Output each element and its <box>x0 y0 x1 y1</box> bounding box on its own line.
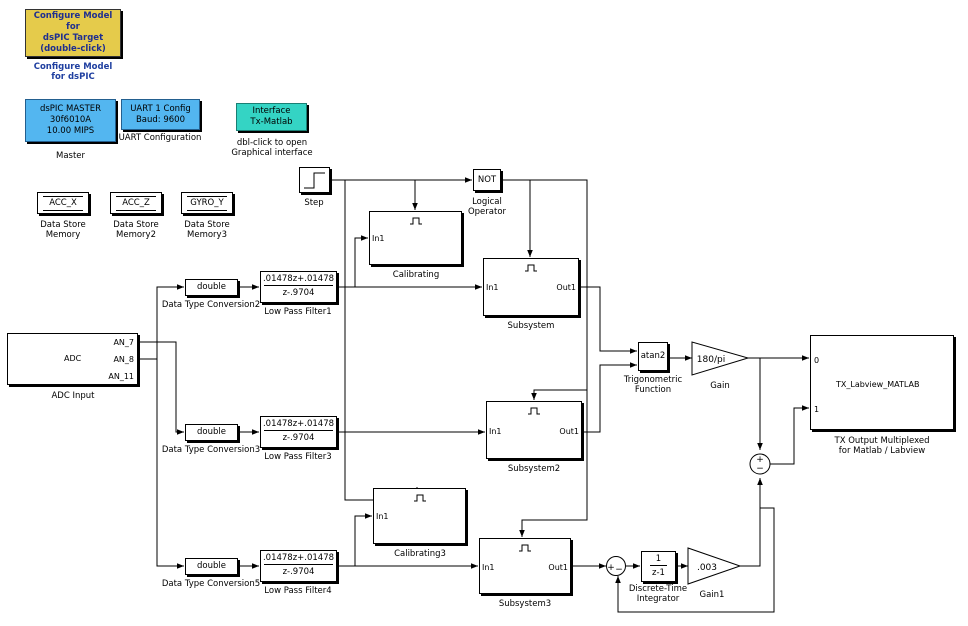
trigonometric-function-block[interactable]: atan2 <box>638 342 668 371</box>
configure-model-label: Configure Model for dsPIC <box>33 62 113 82</box>
trigger-icon <box>525 264 537 272</box>
data-type-conversion3[interactable]: double <box>185 424 238 441</box>
filter-numerator: .01478z+.01478 <box>262 419 335 429</box>
subsystem-label: Subsystem <box>507 321 555 331</box>
interface-label: dbl-click to open Graphical interface <box>231 138 313 158</box>
uart-config-label: UART Configuration <box>118 133 202 143</box>
subsystem-block[interactable]: In1 Out1 <box>483 258 579 316</box>
gain-triangle[interactable] <box>691 341 750 376</box>
configure-model-block[interactable]: Configure Model for dsPIC Target (double… <box>25 9 121 57</box>
tx-port-0: 0 <box>814 356 820 365</box>
memory-name: ACC_X <box>49 198 77 208</box>
memory-name: ACC_Z <box>122 198 150 208</box>
integrator-denominator: z-1 <box>652 568 665 578</box>
conversion-label: Data Type Conversion2 <box>161 300 261 310</box>
logical-operator-label: Logical Operator <box>467 197 507 217</box>
subsystem-out-port: Out1 <box>556 283 576 292</box>
sum1-minus-sign: − <box>615 565 623 575</box>
gain1-label: Gain1 <box>699 590 725 600</box>
filter-denominator: z-.9704 <box>282 567 315 577</box>
integrator-label: Discrete-Time Integrator <box>628 584 688 604</box>
memory-name: GYRO_Y <box>190 198 224 208</box>
interface-block[interactable]: Interface Tx-Matlab <box>236 103 307 131</box>
data-type-conversion5[interactable]: double <box>185 558 238 575</box>
filter-numerator: .01478z+.01478 <box>262 553 335 563</box>
master-label: Master <box>55 151 86 161</box>
memory-label: Data Store Memory3 <box>184 220 230 240</box>
calibrating-block[interactable]: In1 <box>369 211 462 265</box>
sum1-circle <box>606 556 626 576</box>
calibrating-label: Calibrating <box>392 270 440 280</box>
subsystem3-block[interactable]: In1 Out1 <box>479 538 571 594</box>
filter-numerator: .01478z+.01478 <box>262 274 335 284</box>
filter-label: Low Pass Filter3 <box>264 452 332 462</box>
subsystem2-in-port: In1 <box>489 427 502 436</box>
data-store-memory-acc-z[interactable]: ACC_Z <box>110 192 162 214</box>
sum2-plus-sign: + <box>756 455 764 465</box>
dspic-master-block[interactable]: dsPIC MASTER 30f6010A 10.00 MIPS <box>25 99 116 142</box>
adc-port-an11: AN_11 <box>108 372 134 381</box>
trigger-icon <box>528 407 540 415</box>
subsystem2-label: Subsystem2 <box>507 464 561 474</box>
low-pass-filter3[interactable]: .01478z+.01478 z-.9704 <box>260 416 337 448</box>
calibrating3-label: Calibrating3 <box>394 549 446 559</box>
subsystem3-out-port: Out1 <box>548 563 568 572</box>
uart-config-block[interactable]: UART 1 Config Baud: 9600 <box>121 99 200 130</box>
adc-input-label: ADC Input <box>51 391 95 401</box>
gain-label: Gain <box>710 381 730 391</box>
trigger-icon <box>413 494 426 502</box>
gain1-value: .003 <box>697 563 717 573</box>
data-type-conversion2[interactable]: double <box>185 279 238 296</box>
subsystem2-out-port: Out1 <box>559 427 579 436</box>
memory-label: Data Store Memory <box>40 220 86 240</box>
filter-denominator: z-.9704 <box>282 433 315 443</box>
integrator-numerator: 1 <box>655 554 662 564</box>
step-block[interactable] <box>299 167 330 193</box>
adc-input-block[interactable]: ADC AN_7 AN_8 AN_11 <box>7 333 138 385</box>
data-store-memory-gyro-y[interactable]: GYRO_Y <box>181 192 233 214</box>
logical-operator-block[interactable]: NOT <box>473 169 501 191</box>
calibrating3-block[interactable]: In1 <box>373 488 466 544</box>
step-icon <box>304 172 325 189</box>
filter-label: Low Pass Filter1 <box>264 307 332 317</box>
memory-label: Data Store Memory2 <box>113 220 159 240</box>
subsystem3-in-port: In1 <box>482 563 495 572</box>
low-pass-filter1[interactable]: .01478z+.01478 z-.9704 <box>260 271 337 303</box>
filter-denominator: z-.9704 <box>282 288 315 298</box>
adc-port-an7: AN_7 <box>113 338 134 347</box>
trigonometric-function-label: Trigonometric Function <box>623 375 683 395</box>
gain1-triangle[interactable] <box>687 547 742 585</box>
trigger-icon <box>519 544 531 552</box>
subsystem-in-port: In1 <box>486 283 499 292</box>
trigger-icon <box>409 217 422 225</box>
tx-port-1: 1 <box>814 405 820 414</box>
subsystem3-label: Subsystem3 <box>498 599 552 609</box>
step-label: Step <box>304 198 324 208</box>
discrete-time-integrator-block[interactable]: 1 z-1 <box>641 551 676 582</box>
adc-port-an8: AN_8 <box>113 355 134 364</box>
low-pass-filter4[interactable]: .01478z+.01478 z-.9704 <box>260 550 337 582</box>
gain-value: 180/pi <box>697 355 725 365</box>
sum1-plus-sign: + <box>607 563 615 573</box>
conversion-label: Data Type Conversion5 <box>161 579 261 589</box>
calibrating3-in-port: In1 <box>376 512 389 521</box>
conversion-label: Data Type Conversion3 <box>161 445 261 455</box>
sum2-minus-sign: − <box>756 464 764 474</box>
calibrating-in-port: In1 <box>372 234 385 243</box>
tx-output-label: TX Output Multiplexed for Matlab / Labvi… <box>834 436 930 456</box>
tx-output-block[interactable]: TX_Labview_MATLAB 0 1 <box>810 335 954 430</box>
data-store-memory-acc-x[interactable]: ACC_X <box>37 192 89 214</box>
filter-label: Low Pass Filter4 <box>264 586 332 596</box>
sum2-circle <box>749 453 771 475</box>
subsystem2-block[interactable]: In1 Out1 <box>486 401 582 459</box>
adc-title: ADC <box>64 354 82 363</box>
tx-title: TX_Labview_MATLAB <box>836 380 920 389</box>
